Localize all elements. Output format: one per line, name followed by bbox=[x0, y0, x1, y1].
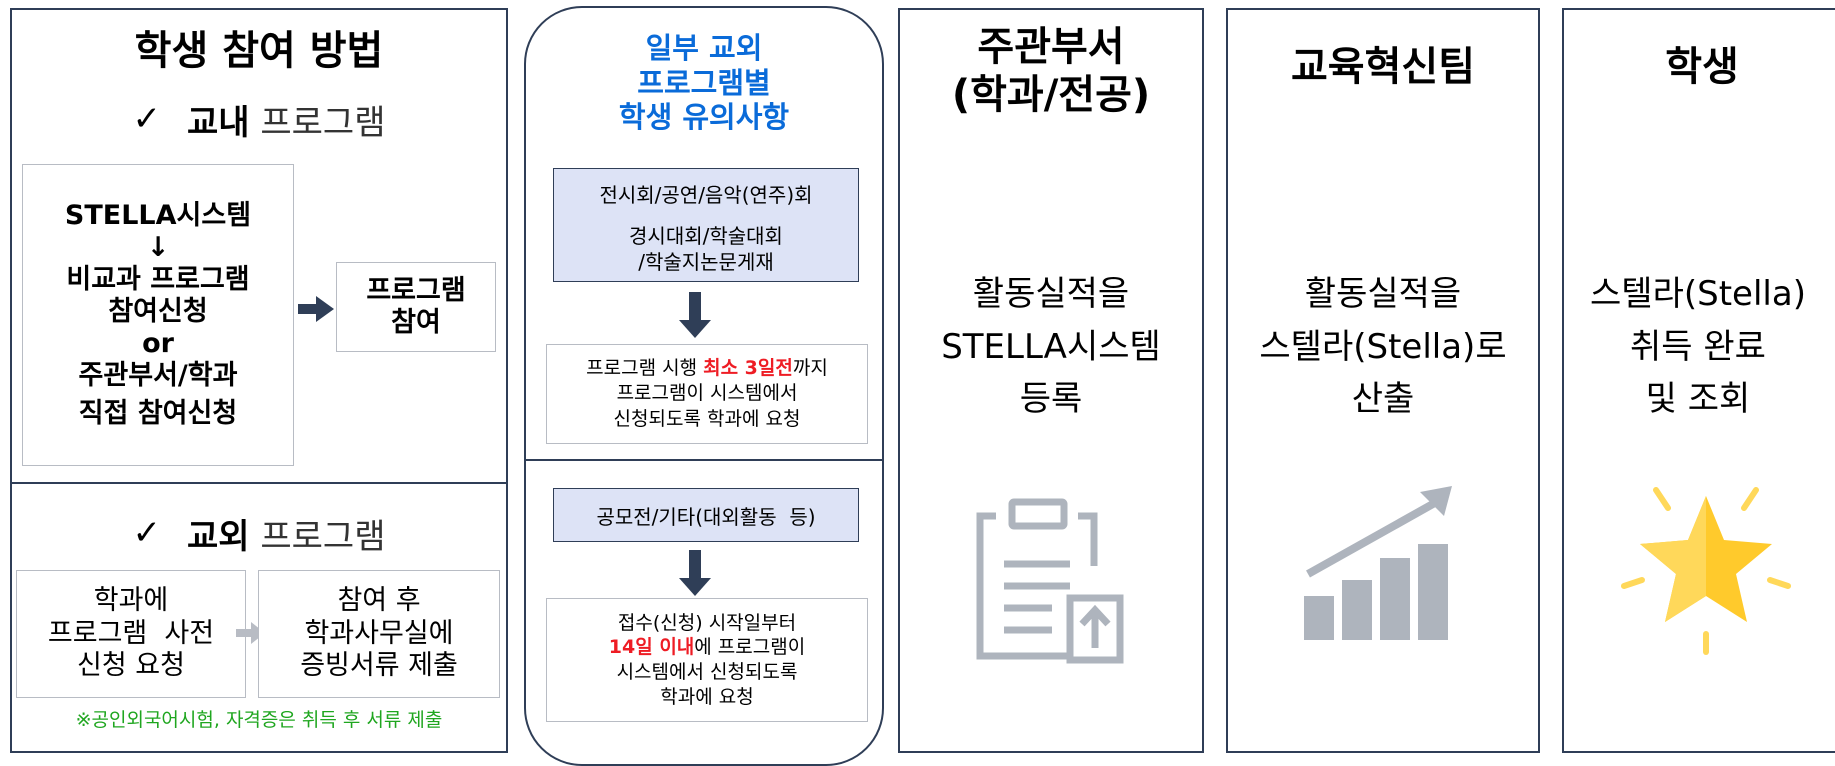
department-request-box: 학과에 프로그램 사전 신청 요청 bbox=[16, 570, 246, 698]
submit-evidence-box: 참여 후 학과사무실에 증빙서류 제출 bbox=[258, 570, 500, 698]
arrow-down-icon bbox=[679, 550, 711, 596]
fourteen-days-note: 접수(신청) 시작일부터 14일 이내에 프로그램이 시스템에서 신청되도록 학… bbox=[546, 598, 868, 722]
arrow-down-icon: ↓ bbox=[146, 232, 170, 264]
category-competition-row: 경시대회/학술대회 /학술지논문게재 bbox=[553, 216, 859, 282]
participation-method-title: 학생 참여 방법 bbox=[134, 28, 384, 74]
student-title: 학생 bbox=[1665, 44, 1739, 90]
panel-divider bbox=[10, 482, 508, 484]
three-days-note: 프로그램 시행 최소 3일전까지 프로그램이 시스템에서 신청되도록 학과에 요… bbox=[546, 344, 868, 444]
innovation-team-description: 활동실적을 스텔라(Stella)로 산출 bbox=[1259, 273, 1507, 420]
department-description: 활동실적을 STELLA시스템 등록 bbox=[941, 273, 1161, 420]
arrow-down-icon bbox=[679, 292, 711, 338]
category-contest-row: 공모전/기타(대외활동 등) bbox=[553, 488, 859, 542]
category-exhibition-row: 전시회/공연/음악(연주)회 bbox=[553, 168, 859, 218]
internal-program-heading: ✓ 교내 프로그램 bbox=[132, 99, 386, 143]
program-participation-box: 프로그램 참여 bbox=[336, 262, 496, 352]
external-program-heading: ✓ 교외 프로그램 bbox=[132, 513, 386, 557]
certificate-note: ※공인외국어시험, 자격증은 취득 후 서류 제출 bbox=[75, 708, 443, 731]
student-description: 스텔라(Stella) 취득 완료 및 조회 bbox=[1590, 273, 1806, 420]
sparkle-star-icon bbox=[1621, 487, 1791, 655]
department-title: 주관부서 (학과/전공) bbox=[951, 24, 1151, 118]
panel-divider bbox=[526, 459, 882, 461]
stella-apply-box: STELLA시스템 ↓ 비교과 프로그램 참여신청 or 주관부서/학과 직접 … bbox=[22, 164, 294, 466]
student-column bbox=[1562, 8, 1835, 753]
check-icon: ✓ bbox=[132, 513, 162, 553]
check-icon: ✓ bbox=[132, 99, 162, 139]
arrow-right-icon bbox=[298, 296, 334, 322]
growth-chart-icon bbox=[1304, 486, 1452, 640]
external-notes-title: 일부 교외 프로그램별 학생 유의사항 bbox=[618, 30, 790, 135]
innovation-team-title: 교육혁신팀 bbox=[1291, 44, 1475, 90]
clipboard-upload-icon bbox=[976, 498, 1124, 664]
